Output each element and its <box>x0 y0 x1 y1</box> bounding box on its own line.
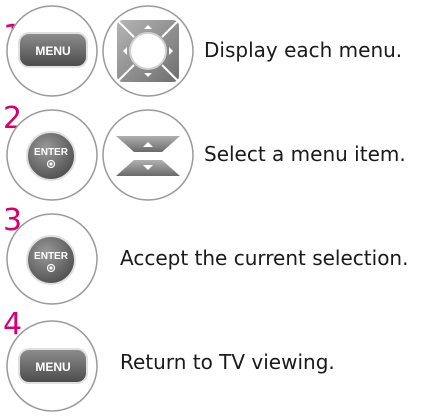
menu-button-label: MENU <box>35 44 70 58</box>
step-number: 4 <box>3 307 23 342</box>
menu-button-label: MENU <box>35 360 70 374</box>
step-description: Accept the current selection. <box>120 246 409 270</box>
up-down-arrow-pad[interactable] <box>98 106 198 206</box>
down-arrow-icon <box>143 165 153 170</box>
arrow-icons <box>123 25 173 77</box>
enter-button[interactable]: ENTER <box>0 106 100 206</box>
four-way-arrow-pad[interactable] <box>98 0 198 100</box>
step-description: Return to TV viewing. <box>120 350 335 374</box>
enter-button-label: ENTER <box>34 147 69 158</box>
step-4: 4 MENU Return to TV viewing. <box>0 307 445 418</box>
enter-dot-icon <box>46 263 56 273</box>
enter-button[interactable]: ENTER <box>0 210 100 310</box>
step-number: 3 <box>3 203 23 238</box>
up-arrow-icon <box>143 142 153 147</box>
step-1: 1 MENU Display each menu. <box>0 0 445 100</box>
step-description: Display each menu. <box>204 38 403 62</box>
menu-button[interactable]: MENU <box>0 316 100 416</box>
step-description: Select a menu item. <box>204 142 406 166</box>
enter-dot-icon <box>46 159 56 169</box>
step-2: 2 ENTER Select a menu item. <box>0 104 445 204</box>
enter-button-label: ENTER <box>34 251 69 262</box>
step-3: 3 ENTER Accept the current selection. <box>0 203 445 310</box>
menu-button[interactable]: MENU <box>0 0 100 100</box>
